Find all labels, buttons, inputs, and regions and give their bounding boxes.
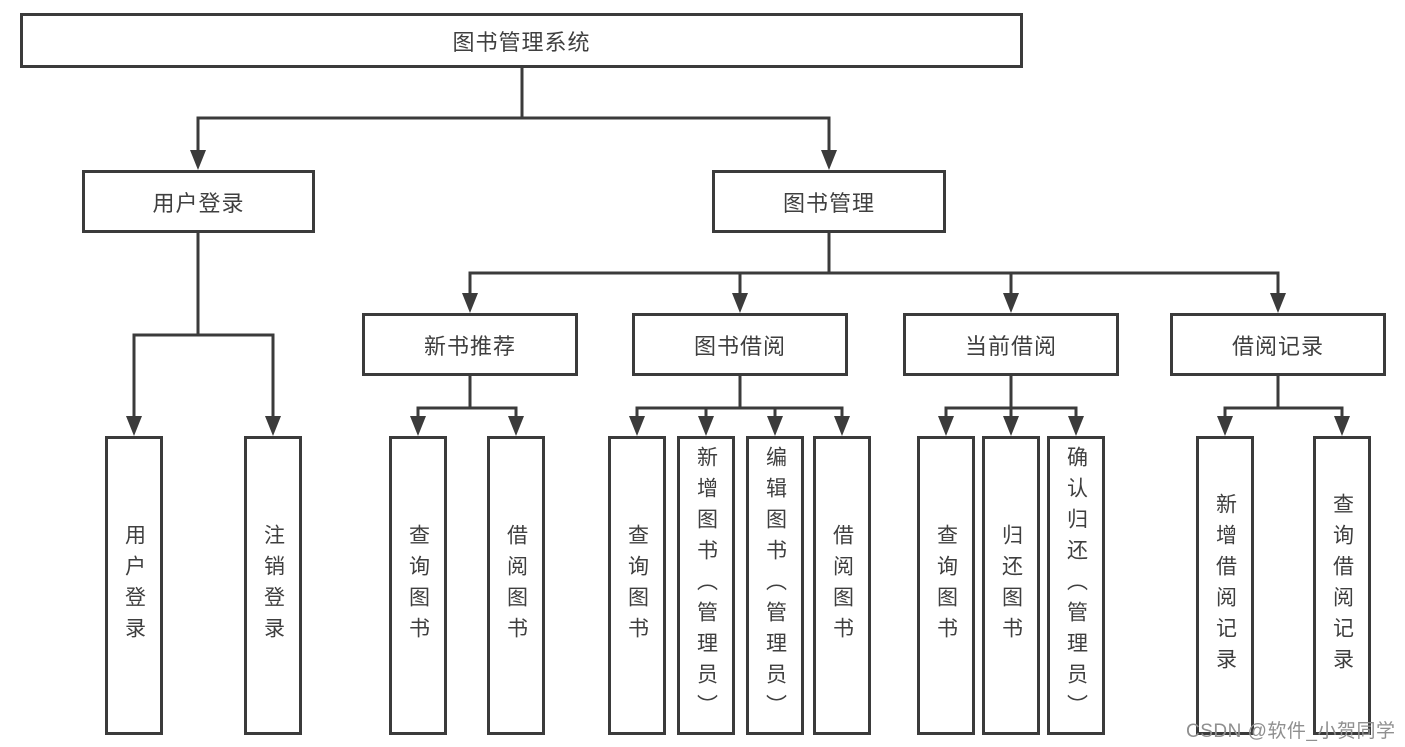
leaf-user-login: 用户登录	[105, 436, 163, 735]
leaf-return-books: 归还图书	[982, 436, 1040, 735]
node-current-borrow-label: 当前借阅	[964, 333, 1057, 359]
leaf-confirm-return-admin: 确认归还（管理员）	[1047, 436, 1105, 735]
leaf-return-books-label: 归还图书	[999, 523, 1023, 648]
leaf-edit-books-admin: 编辑图书（管理员）	[746, 436, 804, 735]
node-book-borrow: 图书借阅	[632, 313, 848, 376]
node-root-label: 图书管理系统	[452, 29, 591, 55]
node-root: 图书管理系统	[20, 13, 1023, 68]
leaf-query-books-recommend: 查询图书	[389, 436, 447, 735]
node-book-borrow-label: 图书借阅	[693, 333, 786, 359]
leaf-query-borrow-record: 查询借阅记录	[1313, 436, 1371, 735]
leaf-query-books-borrow-label: 查询图书	[625, 523, 649, 648]
node-user-login-label: 用户登录	[152, 190, 245, 216]
leaf-borrow-books-recommend-label: 借阅图书	[504, 523, 528, 648]
leaf-query-books-borrow: 查询图书	[608, 436, 666, 735]
leaf-logout-login: 注销登录	[244, 436, 302, 735]
leaf-borrow-books-label: 借阅图书	[830, 523, 854, 648]
node-new-book-recommend-label: 新书推荐	[423, 333, 516, 359]
node-borrow-records: 借阅记录	[1170, 313, 1386, 376]
leaf-query-books-current: 查询图书	[917, 436, 975, 735]
leaf-borrow-books-recommend: 借阅图书	[487, 436, 545, 735]
leaf-query-books-current-label: 查询图书	[934, 523, 958, 648]
leaf-confirm-return-admin-label: 确认归还（管理员）	[1064, 446, 1088, 725]
node-borrow-records-label: 借阅记录	[1231, 333, 1324, 359]
leaf-user-login-label: 用户登录	[122, 523, 146, 648]
leaf-logout-login-label: 注销登录	[261, 523, 285, 648]
leaf-add-borrow-record-label: 新增借阅记录	[1213, 492, 1237, 679]
node-book-management: 图书管理	[712, 170, 946, 233]
node-book-management-label: 图书管理	[782, 190, 875, 216]
node-current-borrow: 当前借阅	[903, 313, 1119, 376]
leaf-add-books-admin: 新增图书（管理员）	[677, 436, 735, 735]
arrowheads	[126, 150, 1350, 436]
leaf-edit-books-admin-label: 编辑图书（管理员）	[763, 446, 787, 725]
leaf-query-books-recommend-label: 查询图书	[406, 523, 430, 648]
leaf-query-borrow-record-label: 查询借阅记录	[1330, 492, 1354, 679]
leaf-add-borrow-record: 新增借阅记录	[1196, 436, 1254, 735]
leaf-borrow-books: 借阅图书	[813, 436, 871, 735]
leaf-add-books-admin-label: 新增图书（管理员）	[694, 446, 718, 725]
node-new-book-recommend: 新书推荐	[362, 313, 578, 376]
csdn-watermark: CSDN @软件_小贺同学	[1186, 721, 1396, 742]
node-user-login: 用户登录	[82, 170, 315, 233]
